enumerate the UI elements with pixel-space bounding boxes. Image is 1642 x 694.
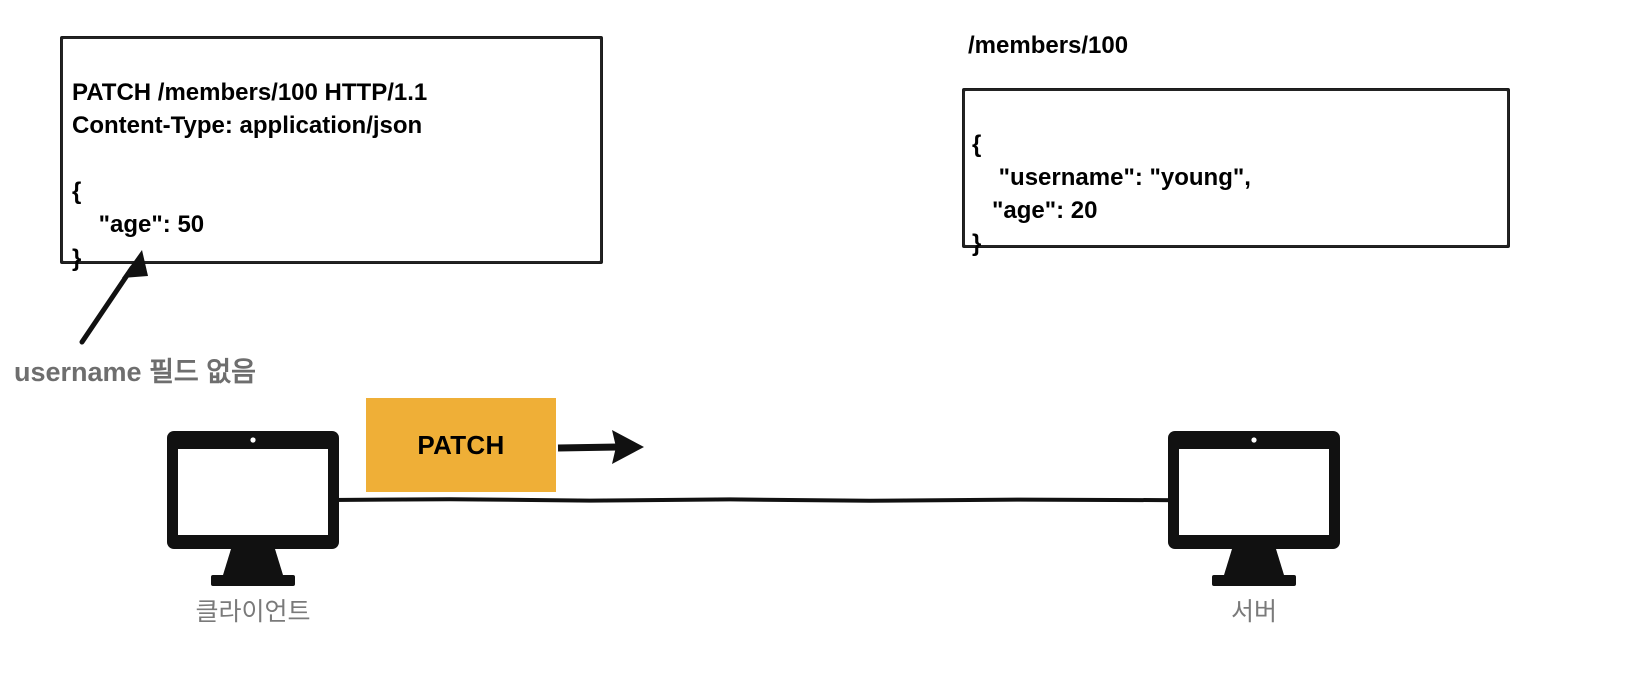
connection-line <box>330 497 1180 503</box>
resource-state-box <box>962 88 1510 248</box>
http-request-code: PATCH /members/100 HTTP/1.1 Content-Type… <box>72 79 428 272</box>
client-label: 클라이언트 <box>195 598 311 626</box>
arrow-right-icon <box>557 430 644 464</box>
monitor-icon <box>1168 431 1340 586</box>
annotation-label: username 필드 없음 <box>14 357 256 387</box>
resource-state-code: { "username": "young", "age": 20 } <box>972 131 1251 258</box>
resource-path-label: /members/100 <box>968 32 1129 59</box>
http-request-box <box>60 36 603 264</box>
method-badge: PATCH <box>366 398 556 492</box>
method-badge-label: PATCH <box>417 429 505 460</box>
monitor-icon <box>167 431 339 586</box>
server-label: 서버 <box>1230 598 1277 626</box>
arrow-up-right-icon <box>79 250 148 345</box>
